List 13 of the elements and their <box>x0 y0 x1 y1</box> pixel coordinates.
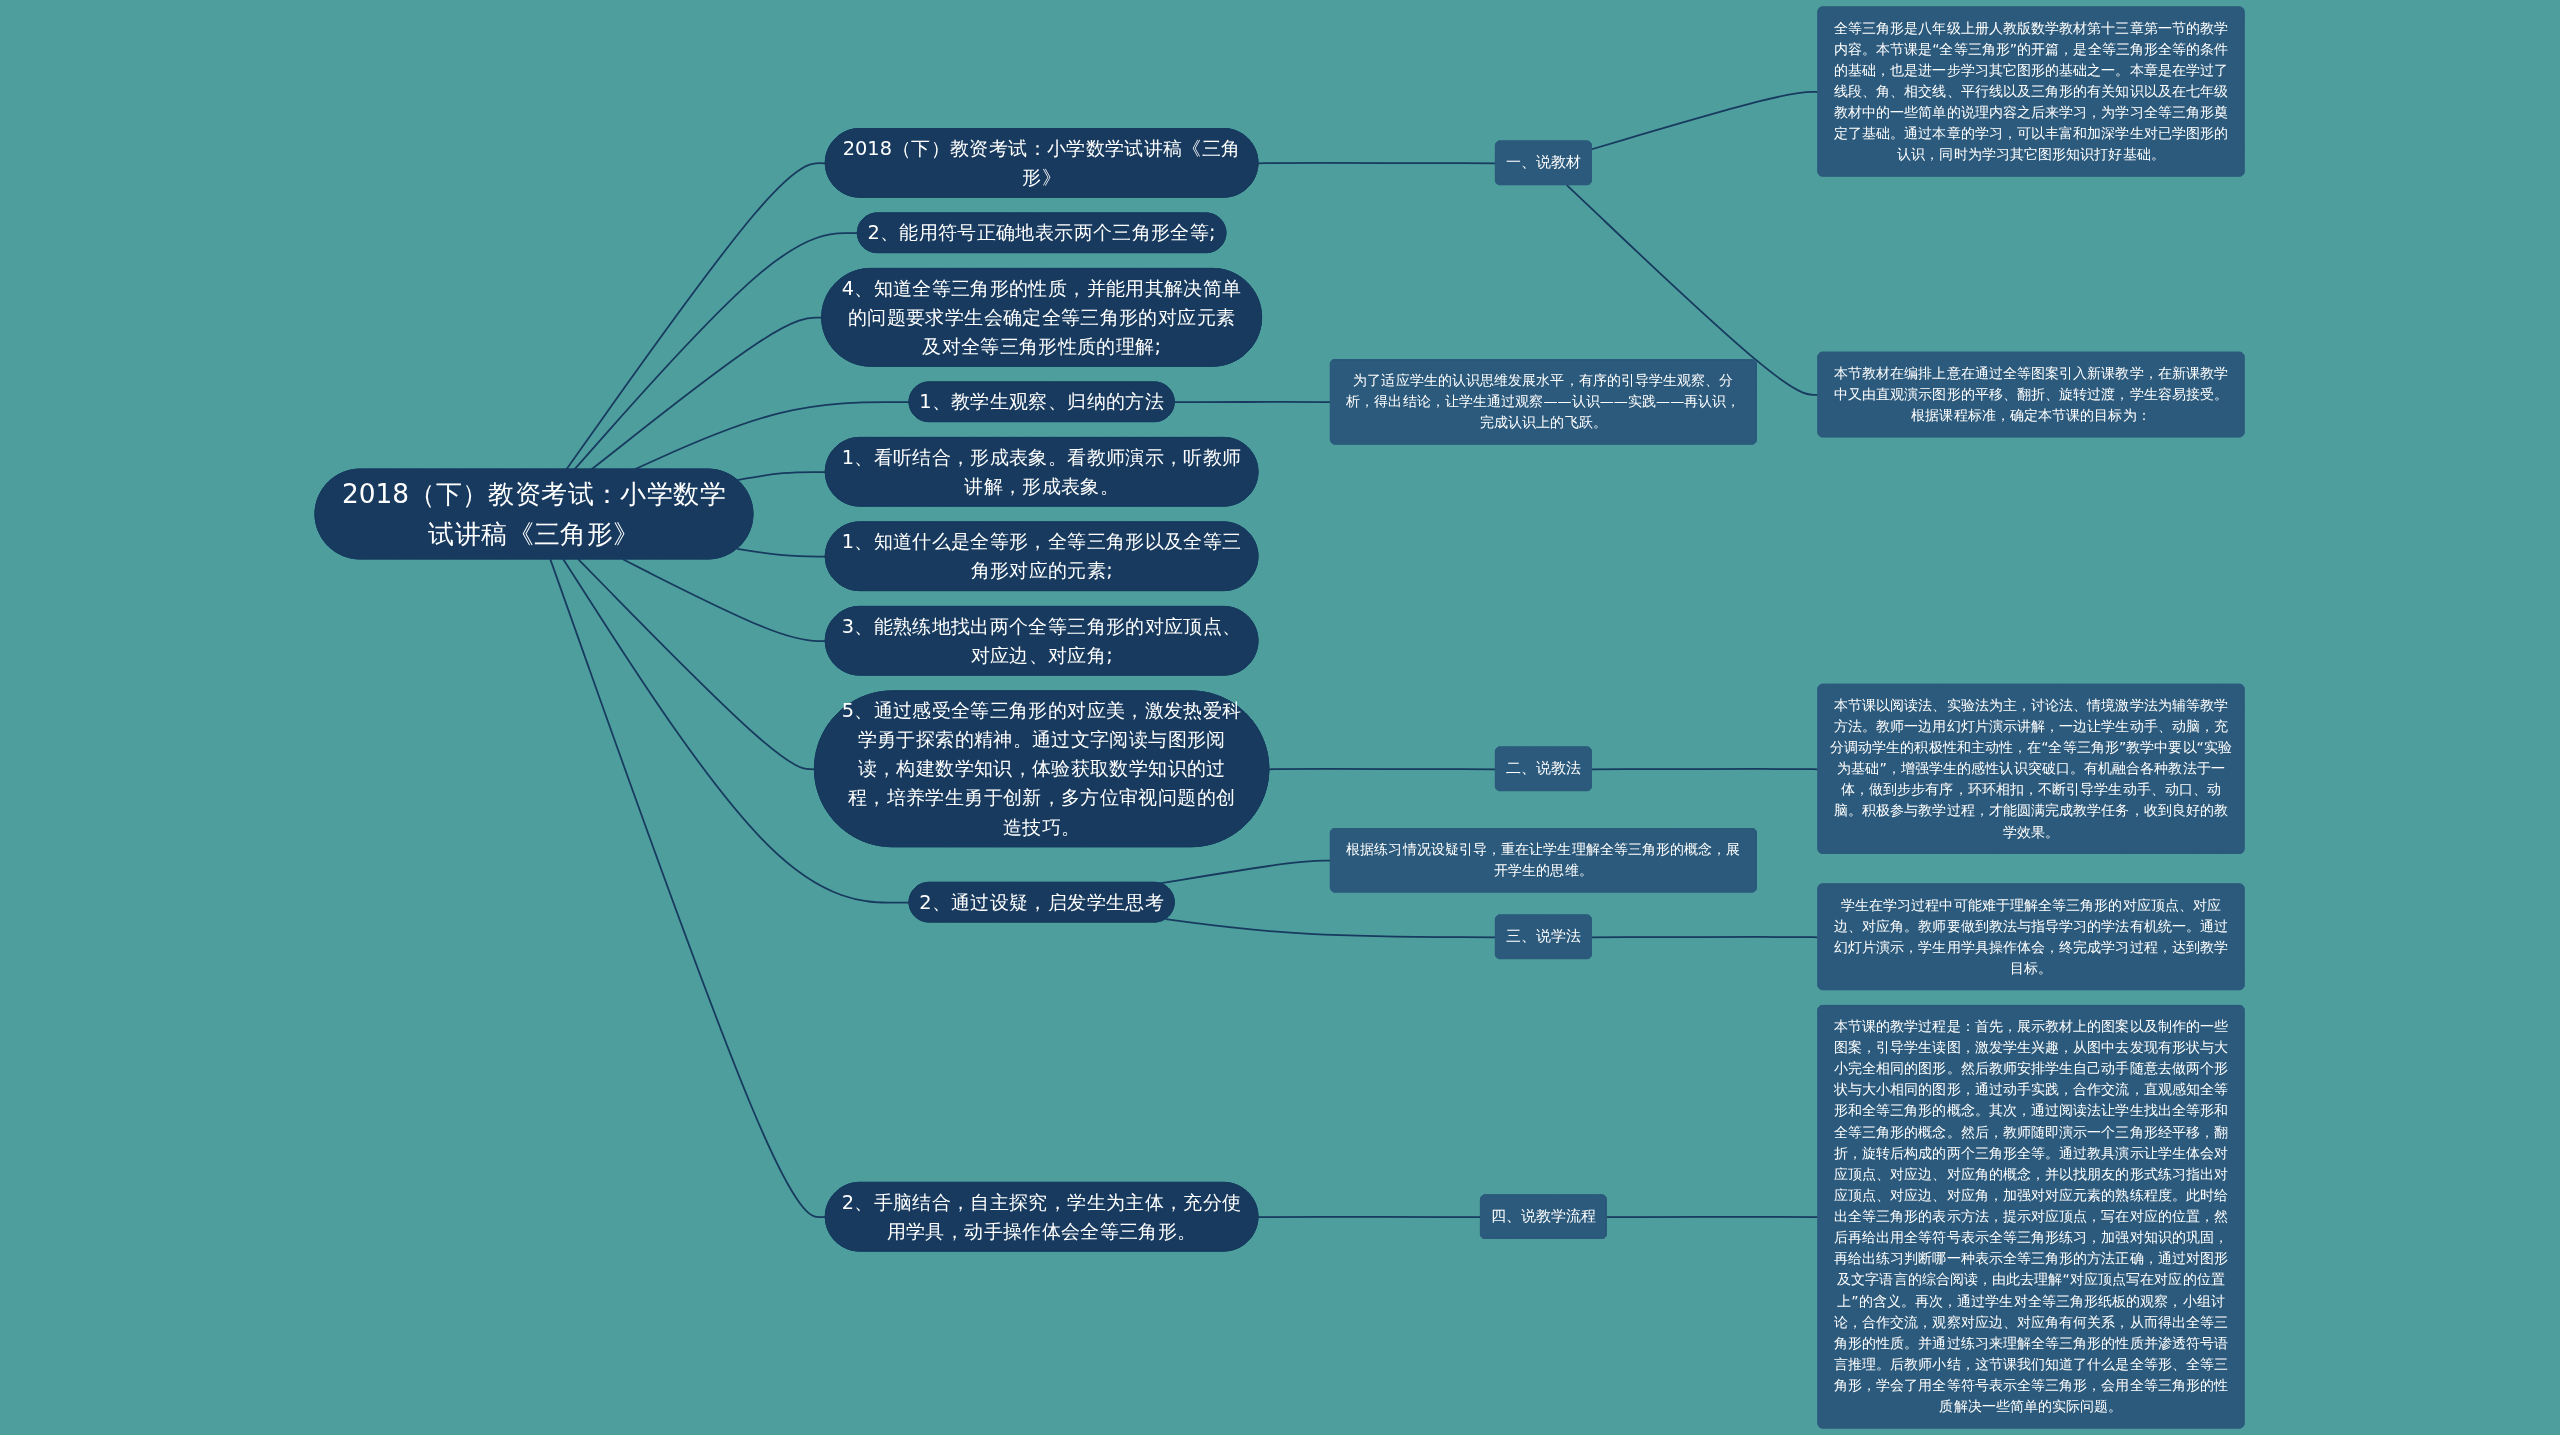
connector <box>622 558 828 643</box>
connector <box>578 558 817 771</box>
connector <box>590 316 824 471</box>
connector <box>1591 768 1820 771</box>
connector <box>565 162 828 471</box>
connector <box>736 547 828 558</box>
connector <box>1591 91 1820 151</box>
connector <box>1591 936 1820 939</box>
connector <box>736 471 828 481</box>
connector <box>549 558 828 1219</box>
connector <box>1606 1215 1820 1219</box>
connector <box>562 558 911 904</box>
connector <box>1566 184 1820 396</box>
